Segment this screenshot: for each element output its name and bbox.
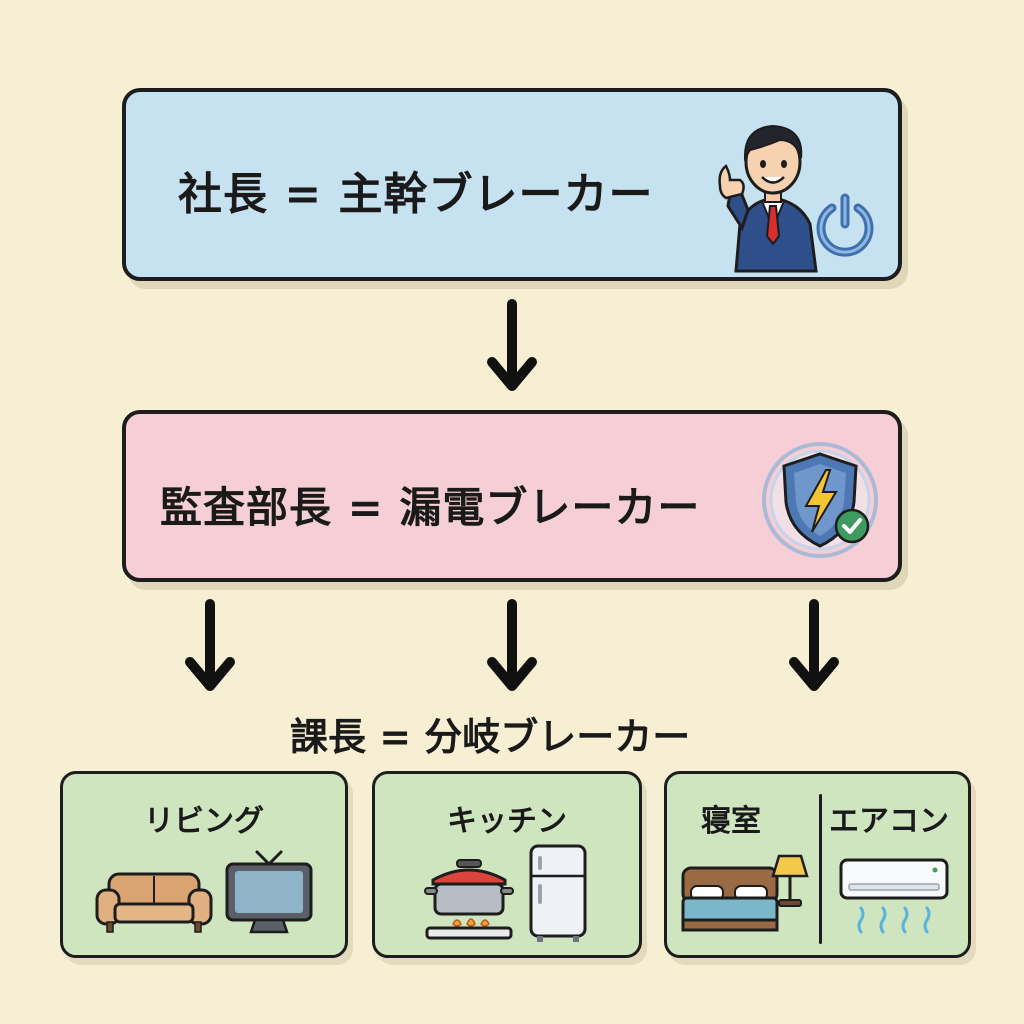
earth-leakage-breaker-box: 監査部長 = 漏電ブレーカー <box>122 410 902 582</box>
earth-leakage-breaker-label: 監査部長 = 漏電ブレーカー <box>160 483 701 532</box>
businessman-thumbs-up-icon <box>718 124 818 273</box>
power-button-icon <box>816 193 874 257</box>
kitchen-label: キッチン <box>447 804 567 839</box>
bed-icon <box>681 866 779 932</box>
arrow-down-icon <box>789 599 839 691</box>
branch-breaker-label: 課長 = 分岐ブレーカー <box>290 715 691 759</box>
room-living: リビング <box>60 771 348 958</box>
aircon-label: エアコン <box>829 804 949 839</box>
living-label: リビング <box>144 804 264 839</box>
arrow-down-icon <box>487 299 537 391</box>
arrow-down-icon <box>185 599 235 691</box>
room-bedroom-aircon: 寝室 エアコン <box>664 771 971 958</box>
air-conditioner-icon <box>839 858 949 934</box>
refrigerator-icon <box>529 844 587 942</box>
bedroom-label: 寝室 <box>701 804 761 839</box>
table-lamp-icon <box>771 854 809 907</box>
room-kitchen: キッチン <box>372 771 642 958</box>
main-breaker-label: 社長 = 主幹ブレーカー <box>178 169 654 220</box>
cooking-pot-on-stove-icon <box>424 859 514 940</box>
room-divider <box>819 794 822 944</box>
sofa-icon <box>95 872 213 933</box>
shield-lightning-check-icon <box>762 442 878 558</box>
main-breaker-box: 社長 = 主幹ブレーカー <box>122 88 902 281</box>
arrow-down-icon <box>487 599 537 691</box>
television-icon <box>225 850 313 934</box>
